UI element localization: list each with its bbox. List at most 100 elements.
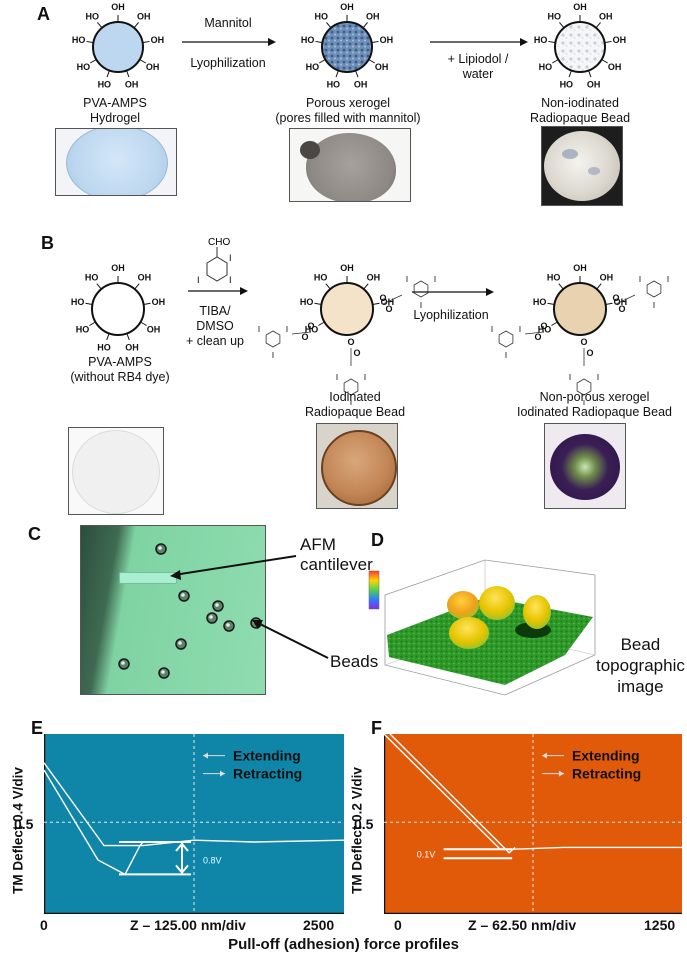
iodine-label: I bbox=[653, 301, 655, 310]
hydroxyl-label: HO bbox=[538, 325, 552, 335]
bond-line bbox=[524, 331, 545, 335]
b-photo-pva bbox=[68, 427, 164, 515]
bond-line bbox=[368, 59, 375, 64]
bead-circle bbox=[320, 282, 374, 336]
adhesion-arrowhead bbox=[175, 842, 189, 852]
b-arrow2-label: Lyophilization bbox=[413, 308, 489, 322]
bond-line bbox=[86, 40, 94, 44]
bead-highlight bbox=[158, 546, 162, 550]
bond-line bbox=[355, 70, 359, 78]
iodine-label: I bbox=[505, 351, 507, 360]
hydroxyl-label: HO bbox=[97, 343, 111, 353]
oxygen-label: O bbox=[347, 337, 354, 347]
panel-f-label: F bbox=[371, 718, 382, 738]
hydroxyl-label: HO bbox=[306, 62, 320, 72]
extending-curve bbox=[384, 734, 682, 850]
bond-line bbox=[97, 22, 103, 29]
bond-line bbox=[568, 70, 572, 78]
bond-line bbox=[133, 22, 139, 29]
c-beads-label: Beads bbox=[330, 652, 379, 671]
bond-line bbox=[615, 294, 636, 305]
hydroxyl-label: OH bbox=[573, 2, 587, 12]
hydroxyl-label: OH bbox=[111, 2, 125, 12]
triiodophenyl-ring bbox=[413, 280, 429, 298]
bond-line bbox=[588, 70, 592, 78]
hydroxyl-label: OH bbox=[137, 11, 151, 21]
hydroxyl-label: OH bbox=[111, 263, 125, 273]
bond-line bbox=[315, 40, 323, 44]
bond-line bbox=[318, 321, 325, 326]
b-caption-pva: PVA-AMPS (without RB4 dye) bbox=[70, 355, 170, 384]
iodine-label: I bbox=[597, 373, 599, 382]
bond-line bbox=[548, 40, 556, 44]
bond-line bbox=[85, 302, 93, 305]
hydroxyl-label: OH bbox=[367, 273, 381, 283]
c-afm-image bbox=[80, 525, 266, 695]
b-iodine-label: I bbox=[229, 253, 232, 263]
oxygen-label: O bbox=[580, 337, 587, 347]
triiodophenyl-ring bbox=[498, 330, 514, 348]
bond-line bbox=[140, 321, 147, 326]
bond-line bbox=[106, 333, 110, 341]
bond-line bbox=[372, 302, 380, 305]
bond-line bbox=[90, 59, 97, 64]
e-xlabel: Z – 125.00 nm/div bbox=[130, 917, 246, 933]
f-ylabel-wrap: TM Deflect 0.2 V/div bbox=[347, 748, 367, 918]
hydroxyl-label: OH bbox=[152, 297, 166, 307]
panel-c-label: C bbox=[28, 524, 41, 544]
hydroxyl-label: HO bbox=[98, 80, 112, 90]
bond-line bbox=[291, 331, 312, 335]
e-xmin: 0 bbox=[40, 917, 48, 933]
legend-arrow bbox=[203, 752, 208, 759]
a-caption-noniodinated: Non-iodinated Radiopaque Bead bbox=[529, 96, 631, 125]
d-topography bbox=[368, 559, 596, 696]
hydroxyl-label: OH bbox=[151, 35, 165, 45]
hydroxyl-label: OH bbox=[380, 35, 394, 45]
bond-line bbox=[335, 70, 339, 78]
iodine-label: I bbox=[336, 373, 338, 382]
hydroxyl-label: OH bbox=[125, 80, 139, 90]
bond-line bbox=[89, 321, 96, 326]
bond-line bbox=[362, 22, 368, 29]
iodine-label: I bbox=[639, 275, 641, 284]
triiodophenyl-ring bbox=[576, 378, 592, 396]
hydroxyl-label: HO bbox=[300, 297, 314, 307]
legend-extending: Extending bbox=[572, 748, 640, 764]
bond-line bbox=[363, 283, 369, 290]
bond-line bbox=[126, 70, 130, 78]
hydroxyl-label: OH bbox=[599, 11, 613, 21]
bond-line bbox=[326, 22, 332, 29]
bead-circle bbox=[92, 21, 144, 73]
a-arrow1-bottom-label: Lyophilization bbox=[190, 56, 266, 70]
bead-highlight bbox=[121, 661, 125, 665]
bead-highlight bbox=[253, 620, 257, 624]
legend-retracting: Retracting bbox=[572, 766, 641, 782]
iodine-label: I bbox=[364, 373, 366, 382]
bond-line bbox=[106, 70, 110, 78]
hydroxyl-label: OH bbox=[587, 80, 601, 90]
hydroxyl-label: OH bbox=[147, 325, 161, 335]
iodine-label: I bbox=[583, 399, 585, 405]
oxygen-label: O bbox=[379, 293, 386, 303]
bead-circle bbox=[321, 21, 373, 73]
a-arrow1-top-label: Mannitol bbox=[204, 16, 252, 30]
iodine-label: I bbox=[519, 325, 521, 334]
hydroxyl-label: HO bbox=[314, 273, 328, 283]
iodine-label: I bbox=[286, 325, 288, 334]
bond-line bbox=[314, 302, 322, 305]
b-cho-label: CHO bbox=[208, 237, 230, 248]
panel-d-label: D bbox=[371, 530, 384, 550]
bead-circle bbox=[553, 282, 607, 336]
c-cantilever-label: AFM cantilever bbox=[300, 535, 373, 574]
hydroxyl-label: HO bbox=[85, 273, 99, 283]
iodine-label: I bbox=[491, 325, 493, 334]
hydroxyl-label: HO bbox=[539, 62, 553, 72]
hydroxyl-label: HO bbox=[72, 35, 86, 45]
b-photo-iodinated bbox=[316, 423, 398, 509]
legend-extending: Extending bbox=[233, 748, 301, 764]
hydroxyl-label: OH bbox=[573, 263, 587, 273]
panel-a-label: A bbox=[37, 4, 50, 24]
retracting-curve bbox=[389, 734, 516, 854]
